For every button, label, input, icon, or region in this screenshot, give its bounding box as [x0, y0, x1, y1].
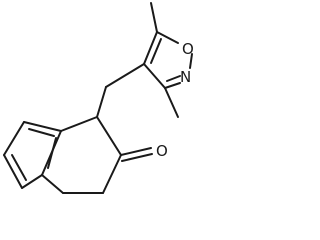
atom-o-isoxazole: O — [182, 40, 194, 58]
isoxazole-ring — [143, 31, 193, 89]
bond-c3-c4 — [143, 63, 166, 89]
atom-o-ketone: O — [156, 142, 168, 160]
bond-c1-c2 — [96, 116, 122, 156]
bond-c5-methyl — [150, 2, 158, 33]
bond-o-n — [189, 53, 193, 69]
atom-label-o-ketone: O — [156, 142, 168, 160]
benzene-ring — [3, 121, 62, 189]
bond-c4-c5 — [143, 31, 158, 65]
bond-inner-3 — [47, 137, 57, 169]
bond-c2-o-double-a — [120, 147, 152, 156]
bond-inner-2 — [11, 154, 27, 181]
atom-label-n: N — [180, 68, 191, 86]
bond-n-c3 — [164, 82, 181, 89]
chemical-structure-diagram: O N O — [3, 2, 194, 194]
bond-n-c3-inner — [166, 75, 181, 82]
bond-ch2-c1 — [96, 86, 107, 118]
bond-c4-c5-inner — [150, 38, 162, 64]
bond-c7-c6 — [3, 154, 23, 189]
bond-c5-o — [156, 31, 179, 44]
bond-c8a-c8 — [23, 121, 62, 132]
bond-c8-c7 — [3, 121, 25, 156]
bond-c2-o-double-b — [121, 153, 153, 162]
bond-c4-c4a — [41, 174, 64, 194]
bond-c2-c3 — [102, 154, 122, 194]
bond-c8a-c1 — [60, 116, 98, 132]
bond-inner-1 — [28, 128, 55, 137]
atom-n-isoxazole: N — [180, 68, 191, 86]
bond-c3-methyl — [164, 87, 179, 118]
bond-c6-c5 — [21, 174, 43, 189]
bond-c4-ch2 — [105, 63, 145, 88]
atom-label-o: O — [182, 40, 194, 58]
cyclohexanone-ring — [41, 116, 122, 194]
